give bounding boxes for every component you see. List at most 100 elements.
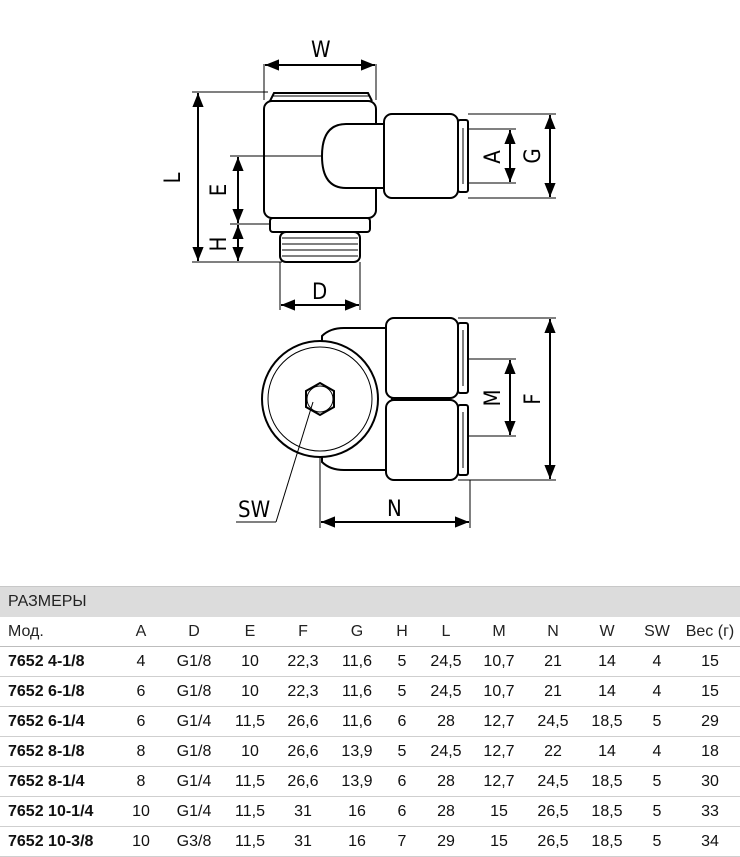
table-cell: 13,9 bbox=[330, 736, 384, 767]
table-cell: 28 bbox=[420, 766, 472, 797]
dim-label-H: H bbox=[207, 237, 232, 252]
table-cell: 26,6 bbox=[276, 766, 330, 797]
table-cell: 11,6 bbox=[330, 706, 384, 737]
table-cell: 14 bbox=[580, 676, 634, 707]
table-cell: 15 bbox=[472, 796, 526, 827]
table-cell: 10 bbox=[224, 676, 276, 707]
table-cell: 11,5 bbox=[224, 826, 276, 857]
section-title: РАЗМЕРЫ bbox=[0, 586, 740, 617]
table-cell: 5 bbox=[634, 826, 680, 857]
column-header: A bbox=[118, 617, 164, 647]
column-header: F bbox=[276, 617, 330, 647]
table-cell: 5 bbox=[384, 676, 420, 707]
technical-drawing: W L E H D A G bbox=[161, 38, 556, 528]
table-cell: 12,7 bbox=[472, 766, 526, 797]
table-cell: 10 bbox=[224, 646, 276, 677]
dim-label-A: A bbox=[481, 150, 506, 164]
dim-label-M: M bbox=[481, 389, 506, 406]
table-cell: 6 bbox=[384, 766, 420, 797]
table-cell: 18 bbox=[680, 736, 740, 767]
table-cell: G1/4 bbox=[164, 706, 224, 737]
table-cell: 22 bbox=[526, 736, 580, 767]
column-header: H bbox=[384, 617, 420, 647]
table-cell: 11,5 bbox=[224, 766, 276, 797]
column-header: N bbox=[526, 617, 580, 647]
table-cell: 31 bbox=[276, 796, 330, 827]
column-header: M bbox=[472, 617, 526, 647]
dim-label-N: N bbox=[387, 497, 402, 522]
table-cell: 18,5 bbox=[580, 766, 634, 797]
table-cell: 29 bbox=[420, 826, 472, 857]
table-cell: 24,5 bbox=[420, 676, 472, 707]
table-cell: 28 bbox=[420, 796, 472, 827]
table-cell: G1/8 bbox=[164, 646, 224, 677]
table-cell: 30 bbox=[680, 766, 740, 797]
table-cell: 11,6 bbox=[330, 676, 384, 707]
table-cell: 5 bbox=[634, 766, 680, 797]
model-cell: 7652 4-1/8 bbox=[0, 646, 118, 677]
table-cell: G1/8 bbox=[164, 676, 224, 707]
table-cell: 4 bbox=[634, 736, 680, 767]
table-cell: 15 bbox=[680, 676, 740, 707]
table-cell: 6 bbox=[384, 796, 420, 827]
table-cell: 4 bbox=[634, 646, 680, 677]
table-cell: 31 bbox=[276, 826, 330, 857]
table-cell: 24,5 bbox=[526, 766, 580, 797]
table-cell: 16 bbox=[330, 796, 384, 827]
table-cell: 7 bbox=[384, 826, 420, 857]
table-cell: 4 bbox=[118, 646, 164, 677]
table-cell: 22,3 bbox=[276, 646, 330, 677]
dim-label-SW: SW bbox=[238, 498, 270, 523]
table-cell: 10,7 bbox=[472, 646, 526, 677]
table-cell: 15 bbox=[680, 646, 740, 677]
table-cell: 24,5 bbox=[420, 736, 472, 767]
dim-label-D: D bbox=[312, 280, 327, 305]
table-cell: 14 bbox=[580, 736, 634, 767]
model-cell: 7652 6-1/4 bbox=[0, 706, 118, 737]
column-header: SW bbox=[634, 617, 680, 647]
column-header: L bbox=[420, 617, 472, 647]
table-cell: 10 bbox=[224, 736, 276, 767]
table-cell: 16 bbox=[330, 826, 384, 857]
table-cell: 8 bbox=[118, 736, 164, 767]
table-cell: 10,7 bbox=[472, 676, 526, 707]
table-cell: 29 bbox=[680, 706, 740, 737]
table-cell: 26,6 bbox=[276, 736, 330, 767]
model-cell: 7652 8-1/4 bbox=[0, 766, 118, 797]
table-cell: 6 bbox=[384, 706, 420, 737]
table-cell: 26,5 bbox=[526, 826, 580, 857]
table-cell: 15 bbox=[472, 826, 526, 857]
table-cell: 10 bbox=[118, 826, 164, 857]
table-cell: 5 bbox=[634, 706, 680, 737]
table-cell: 6 bbox=[118, 676, 164, 707]
table-cell: 21 bbox=[526, 646, 580, 677]
model-cell: 7652 10-1/4 bbox=[0, 796, 118, 827]
column-header: G bbox=[330, 617, 384, 647]
table-cell: 13,9 bbox=[330, 766, 384, 797]
top-view: M F N SW bbox=[236, 317, 556, 528]
table-cell: 5 bbox=[384, 646, 420, 677]
table-cell: 24,5 bbox=[526, 706, 580, 737]
table-cell: 18,5 bbox=[580, 706, 634, 737]
table-cell: 11,5 bbox=[224, 796, 276, 827]
table-cell: 10 bbox=[118, 796, 164, 827]
table-cell: 24,5 bbox=[420, 646, 472, 677]
table-cell: G1/4 bbox=[164, 796, 224, 827]
column-header: E bbox=[224, 617, 276, 647]
dim-label-G: G bbox=[521, 148, 546, 163]
table-cell: G3/8 bbox=[164, 826, 224, 857]
table-cell: 11,6 bbox=[330, 646, 384, 677]
model-cell: 7652 10-3/8 bbox=[0, 826, 118, 857]
table-cell: 8 bbox=[118, 766, 164, 797]
table-cell: 26,6 bbox=[276, 706, 330, 737]
column-header: Мод. bbox=[0, 617, 118, 647]
column-header: W bbox=[580, 617, 634, 647]
table-cell: 34 bbox=[680, 826, 740, 857]
table-cell: 11,5 bbox=[224, 706, 276, 737]
